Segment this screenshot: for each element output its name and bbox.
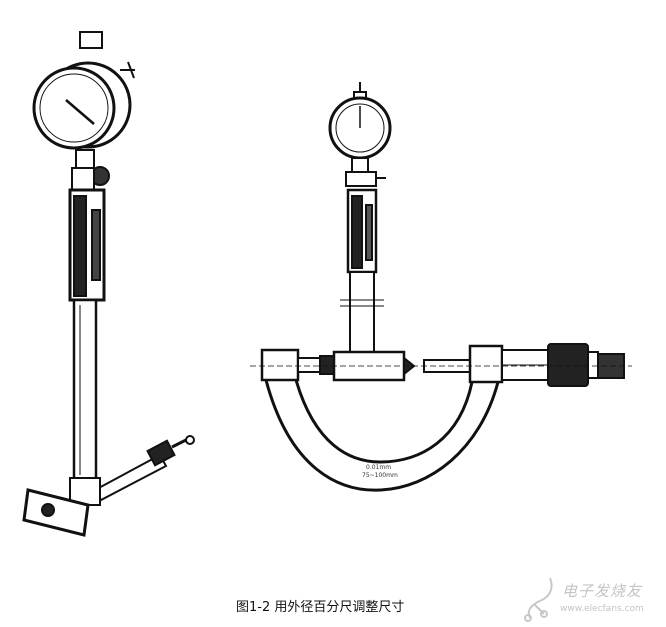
frame-marking-resolution: 0.01mm [366,464,392,471]
watermark-url: www.elecfans.com [560,604,644,614]
anvil-knurl [146,439,176,467]
thimble [547,343,589,387]
frame-outer [264,379,500,492]
frame-marking-range: 75~100mm [362,472,398,479]
bore-gauge-illustration [22,31,195,537]
foot [22,488,90,537]
gauge-stem [349,271,375,361]
handle-grip [73,195,87,297]
figure-caption: 图1-2 用外径百分尺调整尺寸 [236,600,405,615]
anvil-block [260,348,300,382]
dial-needle [65,99,95,125]
dial-cap [79,31,103,49]
frame-inner [294,379,474,464]
dial-scale [39,73,109,143]
tube [72,298,98,482]
micrometer-illustration [250,82,632,492]
dial-screw [120,61,135,79]
head [69,477,101,506]
watermark: 电子发烧友 www.elecfans.com [520,574,666,624]
watermark-logo-icon [524,577,553,622]
handle-label [91,209,101,281]
watermark-title: 电子发烧友 [562,582,643,600]
collar [71,167,95,191]
